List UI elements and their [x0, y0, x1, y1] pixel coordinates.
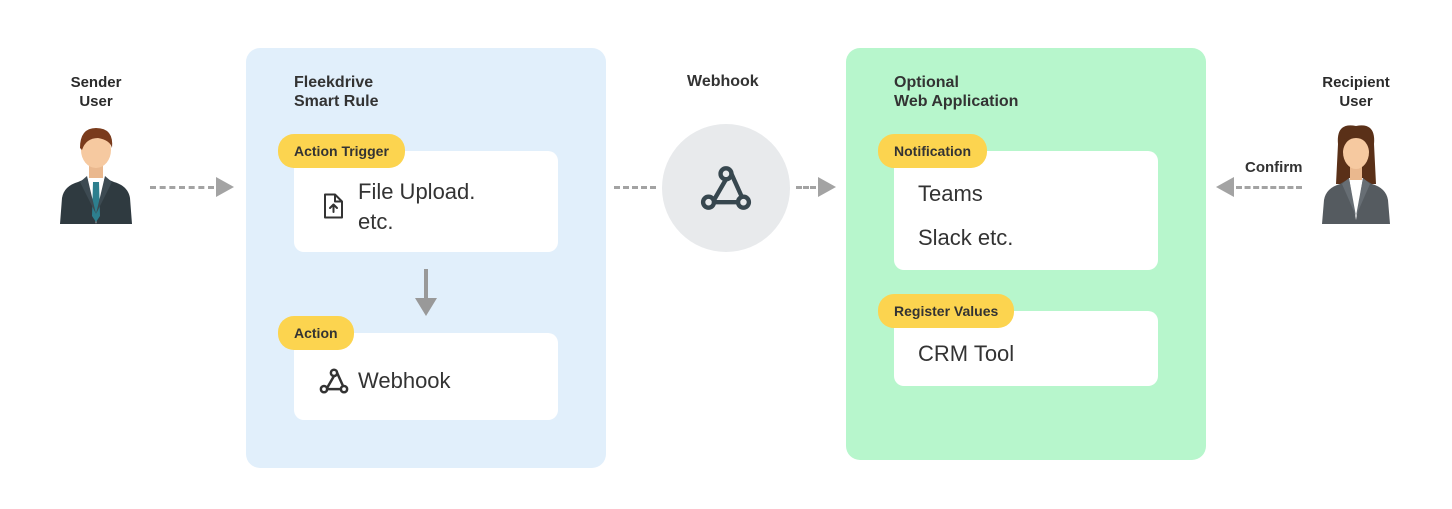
trigger-text-line2: etc. [358, 209, 394, 234]
web-app-title: Optional Web Application [894, 73, 1018, 111]
action-badge: Action [278, 316, 354, 350]
sender-arrow-line [150, 186, 214, 189]
notification-item: Slack etc. [918, 225, 1014, 250]
hub-circle [662, 124, 790, 252]
sender-arrow-head [216, 177, 234, 197]
hub-arrow-line [796, 186, 816, 189]
action-trigger-badge: Action Trigger [278, 134, 405, 168]
file-upload-icon [324, 193, 343, 219]
hub-title: Webhook [687, 73, 759, 90]
notification-card [894, 151, 1158, 270]
hub-arrow-head [818, 177, 836, 197]
recipient-label-line1: Recipient [1322, 74, 1390, 91]
webhook-icon [319, 368, 349, 394]
hub-webhook-icon [700, 166, 752, 210]
trigger-text: File Upload. etc. [358, 177, 475, 237]
notification-badge: Notification [878, 134, 987, 168]
sender-user-avatar [60, 128, 132, 224]
trigger-text-line1: File Upload. [358, 179, 476, 204]
confirm-label: Confirm [1245, 159, 1303, 176]
sender-label: Sender User [41, 73, 151, 111]
register-values-badge: Register Values [878, 294, 1015, 328]
web-app-title-line1: Optional [894, 74, 959, 91]
register-text: CRM Tool [918, 341, 1015, 366]
recipient-label-line2: User [1339, 93, 1373, 110]
panel-to-hub-line [614, 186, 656, 189]
confirm-arrow-head [1216, 177, 1234, 197]
smart-rule-title: Fleekdrive Smart Rule [294, 73, 378, 111]
sender-label-line2: User [79, 93, 113, 110]
smart-rule-title-line1: Fleekdrive [294, 74, 374, 91]
notification-item: Teams [918, 181, 983, 206]
recipient-label: Recipient User [1301, 73, 1411, 111]
confirm-arrow-line [1236, 186, 1302, 189]
recipient-user-avatar [1322, 125, 1390, 224]
action-text: Webhook [358, 368, 451, 393]
smart-rule-title-line2: Smart Rule [294, 93, 379, 110]
flow-down-line [424, 269, 428, 299]
web-app-title-line2: Web Application [894, 93, 1019, 110]
sender-label-line1: Sender [70, 74, 122, 91]
flow-down-arrow-head [415, 298, 437, 316]
